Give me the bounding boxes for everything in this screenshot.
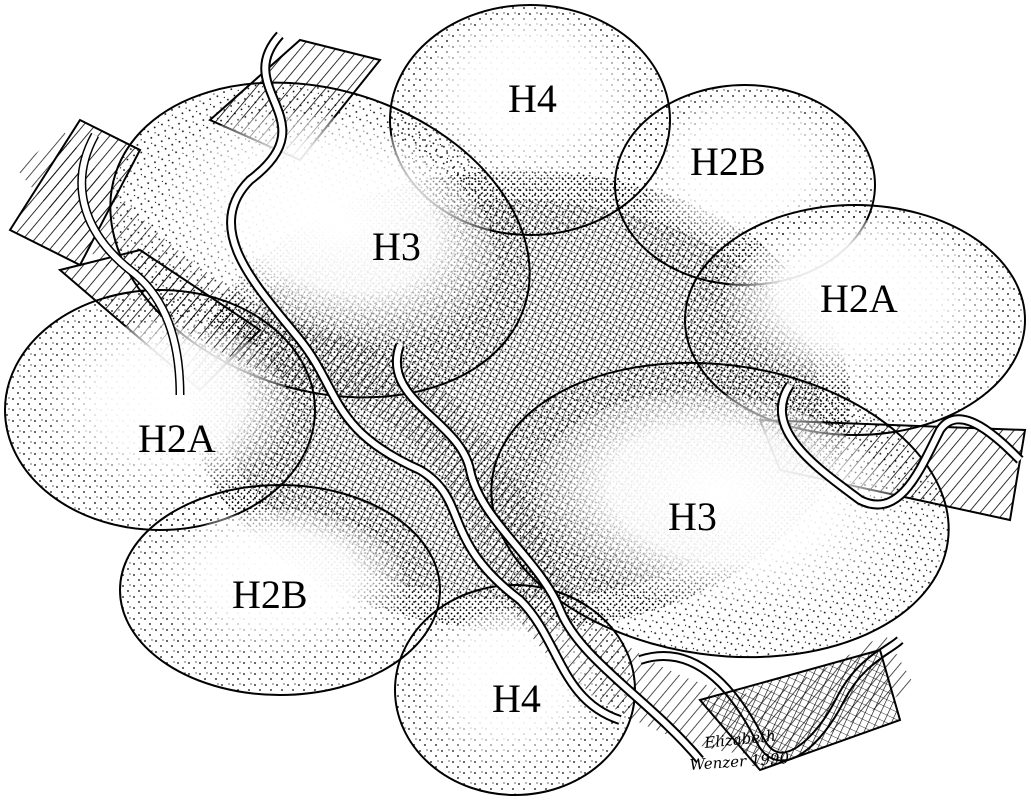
- label-h2b-top: H2B: [690, 139, 766, 184]
- label-h4-bottom: H4: [492, 676, 541, 721]
- label-h2a-right: H2A: [820, 276, 898, 321]
- label-h3-right: H3: [668, 494, 717, 539]
- label-h2b-bottom: H2B: [232, 572, 308, 617]
- label-h2a-left: H2A: [138, 416, 216, 461]
- label-h3-left: H3: [372, 224, 421, 269]
- signature-line-2: Wenzer 1990: [689, 749, 790, 774]
- label-h4-top: H4: [508, 76, 557, 121]
